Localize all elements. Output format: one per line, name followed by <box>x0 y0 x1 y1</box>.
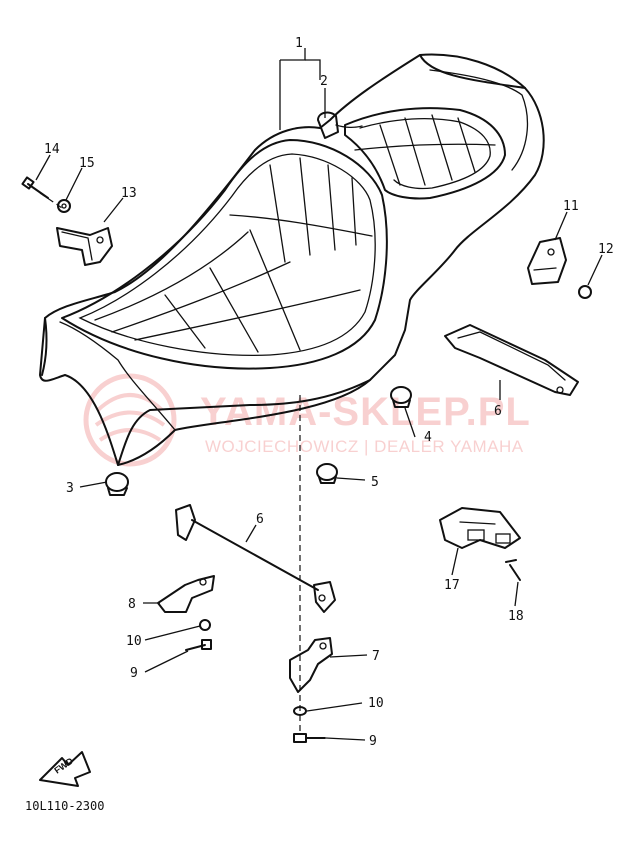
dealer-watermark: YAMA-SKLEP.PL WOJCIECHOWICZ | DEALER YAM… <box>83 373 531 467</box>
callout-12: 12 <box>598 242 614 257</box>
callout-13: 13 <box>121 186 137 201</box>
seat-assembly <box>39 53 545 466</box>
part-9-bolt-bottom <box>293 733 326 743</box>
callout-7: 7 <box>372 649 380 664</box>
callout-11: 11 <box>563 199 579 214</box>
part-13-hook-bracket <box>56 227 113 266</box>
part-4-damper <box>390 386 412 408</box>
callout-8: 8 <box>128 597 136 612</box>
callout-6-lock-rod: 6 <box>256 512 264 527</box>
callout-10-left: 10 <box>126 634 142 649</box>
callout-6-grab-rail: 6 <box>494 404 502 419</box>
diagram-reference-code: 10L110-2300 <box>25 799 104 813</box>
callout-18: 18 <box>508 609 524 624</box>
callout-1: 1 <box>295 36 303 51</box>
part-18-screw <box>505 559 521 581</box>
callout-5: 5 <box>371 475 379 490</box>
callout-15: 15 <box>79 156 95 171</box>
watermark-logo-icon <box>83 373 177 467</box>
callout-4: 4 <box>424 430 432 445</box>
watermark-subtitle: WOJCIECHOWICZ | DEALER YAMAHA <box>205 437 524 456</box>
part-6-rear-grab-rail <box>444 324 579 396</box>
callout-14: 14 <box>44 142 60 157</box>
callout-3: 3 <box>66 481 74 496</box>
part-6-lock-rod <box>175 504 336 613</box>
part-17-seat-lock <box>439 507 521 549</box>
part-15-washer <box>57 199 71 213</box>
callout-2: 2 <box>320 74 328 89</box>
callout-10-bottom: 10 <box>368 696 384 711</box>
callout-17: 17 <box>444 578 460 593</box>
part-14-bolt <box>21 176 49 199</box>
callout-9-left: 9 <box>130 666 138 681</box>
part-5-damper <box>316 463 338 484</box>
watermark-title: YAMA-SKLEP.PL <box>200 390 531 434</box>
part-11-bracket <box>527 237 567 285</box>
forward-direction-arrow-icon: FWD <box>39 751 91 787</box>
part-9-bolt-left <box>185 639 212 651</box>
part-7-bracket <box>289 637 333 693</box>
callout-9-bottom: 9 <box>369 734 377 749</box>
part-3-damper <box>105 472 129 496</box>
part-10-washer-left <box>199 619 211 631</box>
part-12-nut <box>578 285 592 299</box>
callout-labels: 1 2 3 4 5 6 6 7 8 9 9 10 10 11 12 13 14 … <box>44 36 614 749</box>
part-8-bracket <box>157 575 215 613</box>
